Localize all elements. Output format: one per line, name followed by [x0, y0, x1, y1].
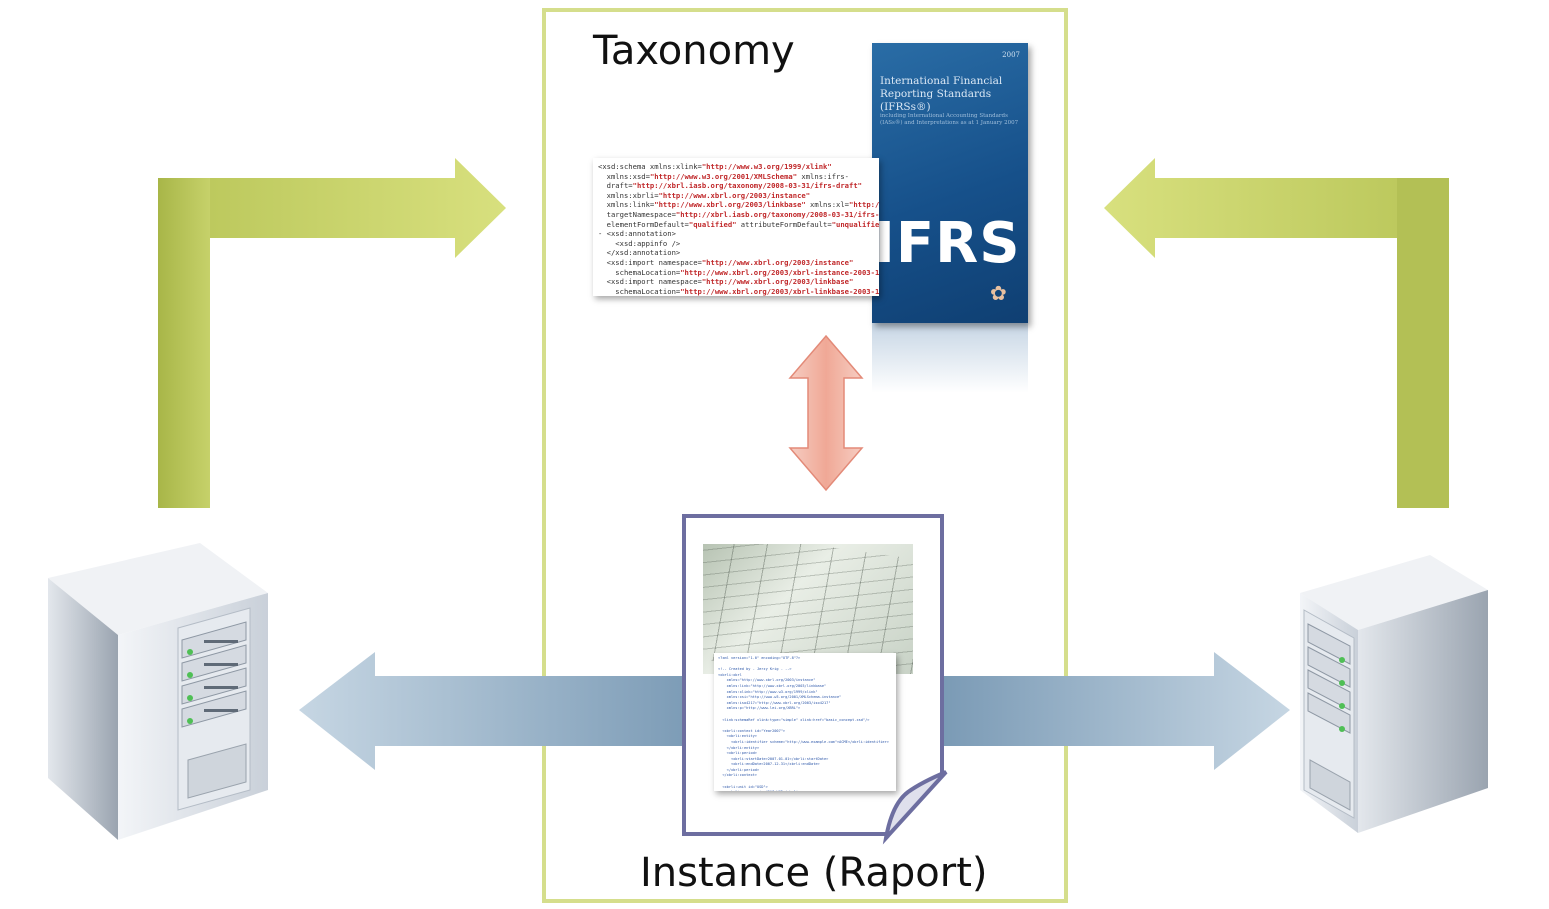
code-line: </xbrli:entity> — [718, 745, 760, 750]
blue-arrow-left — [299, 652, 700, 770]
code-line: <xsd:schema xmlns:xlink="http://www.w3.o… — [598, 162, 832, 171]
ifrs-book-image: 2007 International Financial Reporting S… — [872, 43, 1028, 323]
code-line: <xsd:appinfo /> — [598, 238, 681, 248]
code-line: <xbrli:entity> — [718, 734, 757, 739]
code-line: <xbrli:context id="Year2007"> — [718, 728, 786, 733]
xsd-schema-document: <xsd:schema xmlns:xlink="http://www.w3.o… — [593, 158, 879, 296]
code-line: xmlns:xsi="http://www.w3.org/2001/XMLSch… — [718, 695, 842, 700]
blue-arrow-right — [940, 652, 1290, 770]
code-line: schemaLocation="http://www.xbrl.org/2003… — [598, 267, 879, 277]
taxonomy-label: Taxonomy — [593, 28, 795, 74]
code-line: xmlns:iso4217="http://www.xbrl.org/2003/… — [718, 700, 831, 705]
code-line: xmlns:xbrli="http://www.xbrl.org/2003/in… — [598, 190, 811, 200]
instance-label: Instance (Raport) — [640, 850, 988, 896]
code-line: <xbrli:identifier scheme="http://www.exa… — [718, 739, 889, 744]
code-line: <xbrli:startDate>2007-01-01</xbrli:start… — [718, 756, 829, 761]
code-line: <!-- Created by - Jerzy Krig - --> — [718, 667, 792, 672]
code-line: elementFormDefault="qualified" attribute… — [598, 219, 879, 229]
code-line: </xsd:annotation> — [598, 248, 681, 258]
code-line: <xbrli:xbrl — [718, 672, 742, 677]
xml-code-block: <?xml version="1.0" encoding="UTF-8"?> <… — [718, 656, 892, 791]
code-line: xmlns:xlink="http://www.w3.org/1999/xlin… — [718, 689, 818, 694]
code-line: xmlns="http://www.xbrl.org/2003/instance… — [718, 678, 816, 683]
taxonomy-instance-frame — [542, 8, 1068, 903]
code-line: <?xml version="1.0" encoding="UTF-8"?> — [718, 656, 801, 660]
code-line: <xbrli:endDate>2007-12-31</xbrli:endDate… — [718, 762, 820, 767]
code-line: xmlns:link="http://www.xbrl.org/2003/lin… — [718, 683, 827, 688]
code-line: <link:schemaRef xlink:type="simple" xlin… — [718, 717, 870, 722]
server-right-icon — [1300, 555, 1488, 833]
xsd-code-block: <xsd:schema xmlns:xlink="http://www.w3.o… — [598, 162, 879, 296]
pink-double-arrow — [788, 334, 864, 492]
server-left-icon — [48, 543, 268, 840]
code-line: xmlns:xsd="http://www.w3.org/2001/XMLSch… — [598, 171, 850, 181]
code-line: targetNamespace="http://xbrl.iasb.org/ta… — [598, 209, 879, 219]
code-line: xmlns:p="http://www.lei.org/XBRL"> — [718, 706, 801, 711]
code-line: - <xsd:annotation> — [598, 229, 676, 239]
book-subtitle: including International Accounting Stand… — [880, 113, 1019, 126]
green-arrow-left — [158, 158, 506, 508]
book-year: 2007 — [1002, 51, 1020, 59]
code-line: </xbrli:period> — [718, 767, 760, 772]
code-line: draft="http://xbrl.iasb.org/taxonomy/200… — [598, 181, 862, 191]
code-line: <xbrli:period> — [718, 751, 757, 756]
code-line: schemaLocation="http://www.xbrl.org/2003… — [598, 286, 879, 296]
spreadsheet-photo — [703, 544, 913, 674]
book-emblem-icon: ✿ — [990, 283, 1007, 305]
xml-instance-document: <?xml version="1.0" encoding="UTF-8"?> <… — [714, 653, 896, 791]
book-reflection — [872, 323, 1028, 393]
code-line: </xbrli:context> — [718, 773, 757, 778]
code-line: <xsd:import namespace="http://www.xbrl.o… — [598, 257, 854, 267]
code-line: <xbrli:unit id="USD"> — [718, 784, 768, 789]
code-line: <xsd:import namespace="http://www.xbrl.o… — [598, 277, 854, 287]
book-title: International Financial Reporting Standa… — [880, 75, 1003, 113]
code-line: <xbrli:measure>iso4217:USD</xbrli:measur… — [718, 790, 892, 791]
code-line: xmlns:link="http://www.xbrl.org/2003/lin… — [598, 200, 879, 210]
book-ifrs-text: IFRS — [874, 211, 1021, 276]
green-arrow-right — [1104, 158, 1449, 508]
